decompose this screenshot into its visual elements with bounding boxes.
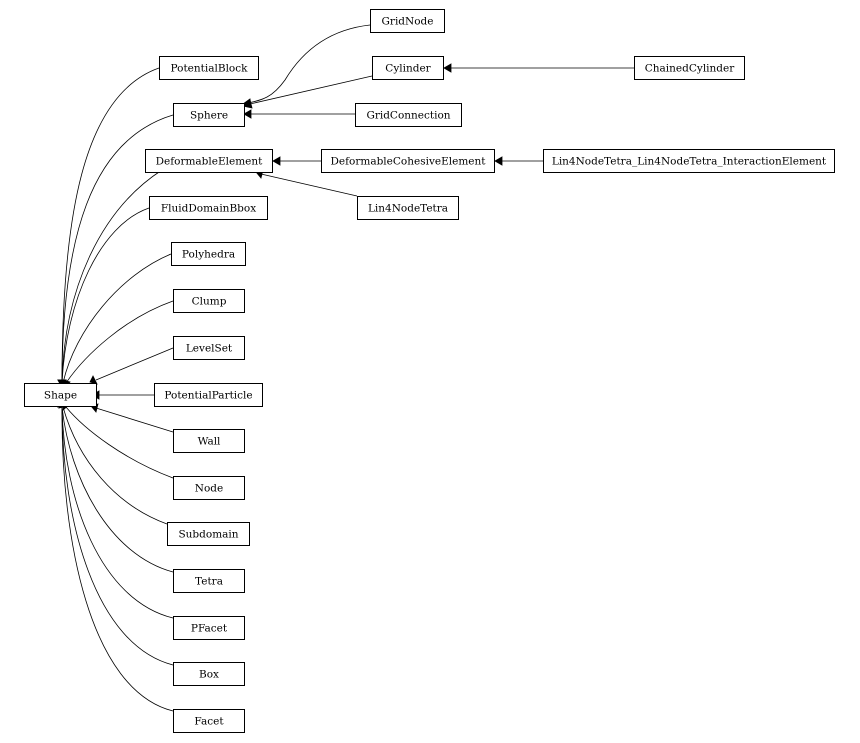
node-potentialparticle-label: PotentialParticle bbox=[164, 390, 252, 402]
node-tetra-label: Tetra bbox=[195, 576, 223, 588]
node-gridconnection-label: GridConnection bbox=[366, 110, 450, 122]
node-shape-label: Shape bbox=[44, 390, 77, 402]
node-polyhedra-label: Polyhedra bbox=[182, 249, 235, 261]
node-sphere[interactable]: Sphere bbox=[173, 103, 245, 127]
node-pfacet-label: PFacet bbox=[191, 623, 228, 635]
node-facet-label: Facet bbox=[194, 716, 224, 728]
node-gridnode[interactable]: GridNode bbox=[370, 9, 445, 33]
node-gridconnection[interactable]: GridConnection bbox=[355, 103, 462, 127]
node-deformablecohesiveelement[interactable]: DeformableCohesiveElement bbox=[321, 149, 495, 173]
node-levelset-label: LevelSet bbox=[186, 343, 233, 355]
node-deformablecohesiveelement-label: DeformableCohesiveElement bbox=[331, 156, 487, 168]
node-lin4interactionelement[interactable]: Lin4NodeTetra_Lin4NodeTetra_InteractionE… bbox=[543, 149, 835, 173]
node-pfacet[interactable]: PFacet bbox=[173, 616, 245, 640]
edge-deformablecohesive-deformable bbox=[272, 156, 321, 166]
node-levelset[interactable]: LevelSet bbox=[173, 336, 245, 360]
edge-facet-shape bbox=[57, 400, 174, 712]
edge-lin4nodetetra-deformable bbox=[255, 169, 358, 197]
node-polyhedra[interactable]: Polyhedra bbox=[171, 242, 246, 266]
node-wall-label: Wall bbox=[198, 436, 221, 448]
edge-gridnode-sphere bbox=[242, 24, 371, 108]
edge-potentialblock-shape bbox=[57, 67, 160, 388]
node-box[interactable]: Box bbox=[173, 662, 245, 686]
node-tetra[interactable]: Tetra bbox=[173, 569, 245, 593]
node-potentialblock[interactable]: PotentialBlock bbox=[159, 56, 259, 80]
edge-deformableelement-shape bbox=[57, 169, 163, 388]
node-wall[interactable]: Wall bbox=[173, 429, 245, 453]
edge-levelset-shape bbox=[89, 347, 174, 385]
edge-cylinder-sphere bbox=[242, 75, 373, 109]
node-lin4nodetetra[interactable]: Lin4NodeTetra bbox=[357, 196, 459, 220]
node-chainedcylinder-label: ChainedCylinder bbox=[645, 63, 735, 75]
node-node-label: Node bbox=[195, 483, 223, 495]
node-box-label: Box bbox=[199, 669, 219, 681]
edge-node-shape bbox=[62, 402, 174, 479]
node-facet[interactable]: Facet bbox=[173, 709, 245, 733]
node-clump[interactable]: Clump bbox=[173, 289, 245, 313]
edge-gridconnection-sphere bbox=[243, 109, 355, 119]
node-cylinder[interactable]: Cylinder bbox=[372, 56, 444, 80]
node-lin4nodetetra-label: Lin4NodeTetra bbox=[368, 203, 448, 215]
edge-fluiddomainbbox-shape bbox=[57, 207, 150, 388]
node-gridnode-label: GridNode bbox=[382, 16, 434, 28]
node-node[interactable]: Node bbox=[173, 476, 245, 500]
edge-box-shape bbox=[57, 400, 174, 666]
edge-chainedcylinder-cylinder bbox=[443, 63, 634, 73]
node-cylinder-label: Cylinder bbox=[385, 63, 431, 75]
node-fluiddomainbbox-label: FluidDomainBbox bbox=[161, 203, 256, 215]
node-chainedcylinder[interactable]: ChainedCylinder bbox=[634, 56, 745, 80]
node-subdomain-label: Subdomain bbox=[178, 529, 238, 541]
edge-clump-shape bbox=[61, 300, 174, 388]
node-shape[interactable]: Shape bbox=[24, 383, 97, 407]
node-subdomain[interactable]: Subdomain bbox=[167, 522, 250, 546]
node-sphere-label: Sphere bbox=[190, 110, 228, 122]
edge-pfacet-shape bbox=[57, 400, 174, 619]
node-clump-label: Clump bbox=[192, 296, 227, 308]
edge-polyhedra-shape bbox=[58, 253, 172, 388]
node-deformableelement[interactable]: DeformableElement bbox=[145, 149, 273, 173]
node-potentialblock-label: PotentialBlock bbox=[171, 63, 249, 75]
edge-lin4interaction-deformablecohesive bbox=[494, 156, 543, 166]
node-potentialparticle[interactable]: PotentialParticle bbox=[154, 383, 263, 407]
node-fluiddomainbbox[interactable]: FluidDomainBbox bbox=[149, 196, 268, 220]
edge-potentialparticle-shape bbox=[91, 390, 154, 400]
edge-wall-shape bbox=[90, 403, 174, 433]
node-lin4interactionelement-label: Lin4NodeTetra_Lin4NodeTetra_InteractionE… bbox=[552, 156, 827, 168]
edge-subdomain-shape bbox=[58, 401, 168, 525]
node-deformableelement-label: DeformableElement bbox=[156, 156, 264, 168]
